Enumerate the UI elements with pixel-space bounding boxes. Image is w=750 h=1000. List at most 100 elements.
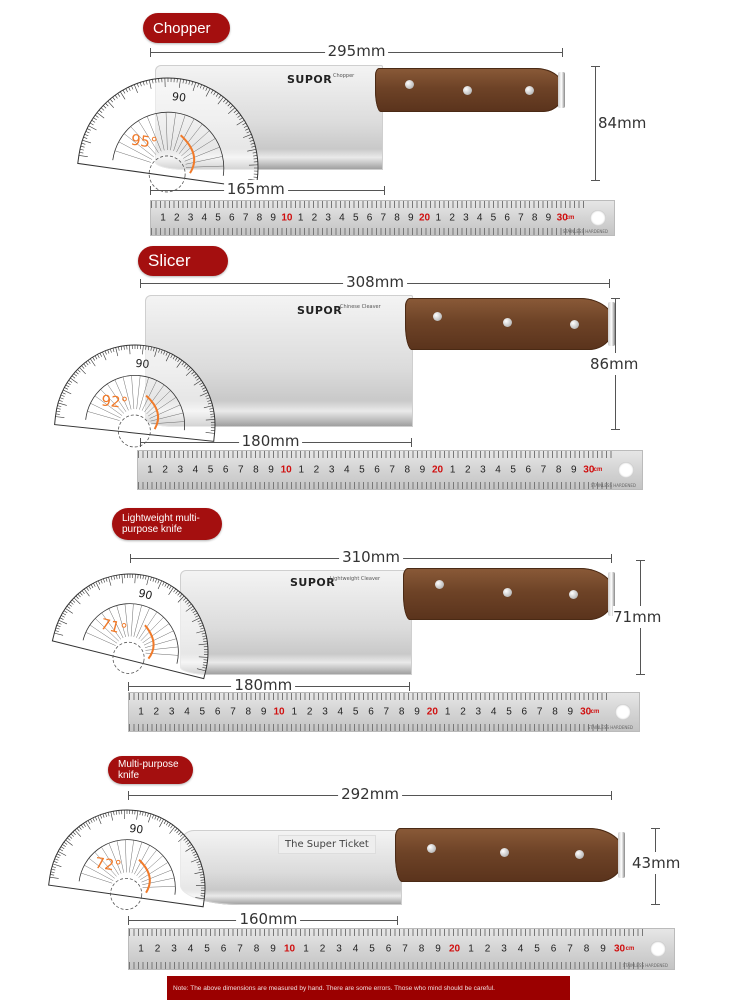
ruler-number: 7 bbox=[383, 706, 390, 718]
model-name: Chinese Cleaver bbox=[340, 304, 381, 310]
ruler-number: 7 bbox=[540, 464, 547, 476]
overall-length-line: 310mm bbox=[130, 548, 612, 566]
blade-length-line: 180mm bbox=[128, 676, 410, 694]
ruler-number: 3 bbox=[171, 943, 177, 955]
angle-value: 92° bbox=[100, 391, 128, 412]
disclaimer-note: Note: The above dimensions are measured … bbox=[167, 976, 570, 1000]
ruler-number: 20 bbox=[426, 706, 438, 718]
protractor: 90 92° bbox=[54, 344, 216, 448]
ruler-number: 7 bbox=[402, 943, 408, 955]
ruler-number: 4 bbox=[339, 212, 345, 224]
ruler-number: 10 bbox=[281, 212, 293, 224]
ruler-number: 7 bbox=[567, 943, 573, 955]
ruler-number: 2 bbox=[465, 464, 471, 476]
ruler-number: 5 bbox=[199, 706, 206, 718]
ruler-number: 4 bbox=[201, 212, 208, 224]
ruler-number: 9 bbox=[570, 464, 577, 476]
ruler-number: 4 bbox=[495, 464, 501, 476]
overall-length: 310mm bbox=[339, 548, 403, 566]
protractor-90-mark: 90 bbox=[137, 587, 154, 603]
ruler-number: 6 bbox=[374, 464, 380, 476]
overall-length-line: 308mm bbox=[140, 273, 610, 291]
ruler-number: 1 bbox=[297, 212, 304, 224]
ruler-number: 2 bbox=[173, 212, 180, 224]
overall-length: 308mm bbox=[343, 273, 407, 291]
blade: SUPOR Lightweight Cleaver bbox=[180, 570, 412, 675]
ruler-number: 7 bbox=[242, 212, 249, 224]
ruler-number: 7 bbox=[238, 464, 244, 476]
ruler-number: 3 bbox=[336, 943, 342, 955]
ruler-number: 2 bbox=[449, 212, 455, 224]
ruler-number: 8 bbox=[552, 706, 558, 718]
ruler-number: 9 bbox=[600, 943, 606, 955]
ruler-number: 6 bbox=[385, 943, 392, 955]
brand-logo: SUPOR bbox=[297, 304, 343, 317]
angle-value: 95° bbox=[130, 131, 159, 153]
ruler-number: 1 bbox=[468, 943, 474, 955]
ruler-number: 6 bbox=[229, 212, 235, 224]
knife-label: Multi-purpose knife bbox=[108, 756, 193, 784]
ruler-number: 5 bbox=[204, 943, 210, 955]
knife-label: Slicer bbox=[138, 246, 228, 276]
ruler-number: 9 bbox=[567, 706, 574, 718]
handle bbox=[395, 828, 625, 882]
ruler-number: 8 bbox=[253, 464, 259, 476]
angle-value: 72° bbox=[94, 854, 123, 876]
ruler-number: 20 bbox=[431, 464, 444, 476]
protractor-90-mark: 90 bbox=[135, 357, 150, 371]
blade-length: 180mm bbox=[231, 676, 296, 694]
ruler-stamp: STAINLESS HARDENED bbox=[587, 725, 633, 730]
ruler-number: 2 bbox=[460, 706, 466, 718]
ruler-number: 9 bbox=[268, 464, 274, 476]
ruler-number: 1 bbox=[444, 706, 451, 718]
blade: The Super Ticket bbox=[180, 830, 402, 905]
ruler-number: 5 bbox=[369, 943, 375, 955]
ruler-number: 9 bbox=[270, 943, 276, 955]
ruler-number: 5 bbox=[207, 464, 214, 476]
ruler-number: 20 bbox=[448, 943, 461, 955]
ruler-number: 9 bbox=[270, 212, 276, 224]
ruler-number: 9 bbox=[419, 464, 426, 476]
model-name: Lightweight Cleaver bbox=[330, 576, 381, 582]
ruler-number: 5 bbox=[352, 212, 359, 224]
hang-hole bbox=[590, 210, 606, 226]
ruler-number: 2 bbox=[313, 464, 320, 476]
ruler-unit: cm bbox=[590, 709, 600, 715]
ruler-number: 2 bbox=[311, 212, 318, 224]
ruler-number: 1 bbox=[435, 212, 442, 224]
ruler-number: 1 bbox=[138, 706, 144, 718]
ruler-number: 1 bbox=[147, 464, 153, 476]
ruler-number: 3 bbox=[328, 464, 335, 476]
ruler-number: 9 bbox=[545, 212, 552, 224]
ruler-number: 5 bbox=[534, 943, 540, 955]
hang-hole bbox=[615, 704, 631, 720]
ruler-number: 7 bbox=[380, 212, 387, 224]
ruler-number: 6 bbox=[220, 943, 227, 955]
ruler-number: 9 bbox=[435, 943, 441, 955]
ruler-number: 8 bbox=[418, 943, 425, 955]
blade-length: 165mm bbox=[223, 180, 288, 198]
ruler-number: 30 bbox=[556, 212, 568, 224]
ruler-number: 3 bbox=[501, 943, 507, 955]
ruler-number: 6 bbox=[222, 464, 229, 476]
ruler-number: 3 bbox=[325, 212, 331, 224]
ruler-number: 6 bbox=[366, 212, 373, 224]
ruler-number: 4 bbox=[352, 943, 359, 955]
ruler-number: 3 bbox=[480, 464, 486, 476]
ruler-number: 7 bbox=[518, 212, 524, 224]
ruler-stamp: STAINLESS HARDENED bbox=[562, 229, 608, 234]
ruler-number: 4 bbox=[187, 943, 194, 955]
ruler-number: 8 bbox=[531, 212, 538, 224]
ruler-number: 7 bbox=[389, 464, 395, 476]
product-sticker: The Super Ticket bbox=[278, 835, 376, 854]
ruler-number: 5 bbox=[352, 706, 359, 718]
ruler-number: 7 bbox=[230, 706, 236, 718]
ruler-number: 6 bbox=[525, 464, 532, 476]
height: 43mm bbox=[632, 852, 681, 874]
ruler-number: 2 bbox=[484, 943, 491, 955]
overall-length: 295mm bbox=[324, 42, 389, 60]
ruler-number: 8 bbox=[404, 464, 411, 476]
ruler-number: 1 bbox=[298, 464, 305, 476]
